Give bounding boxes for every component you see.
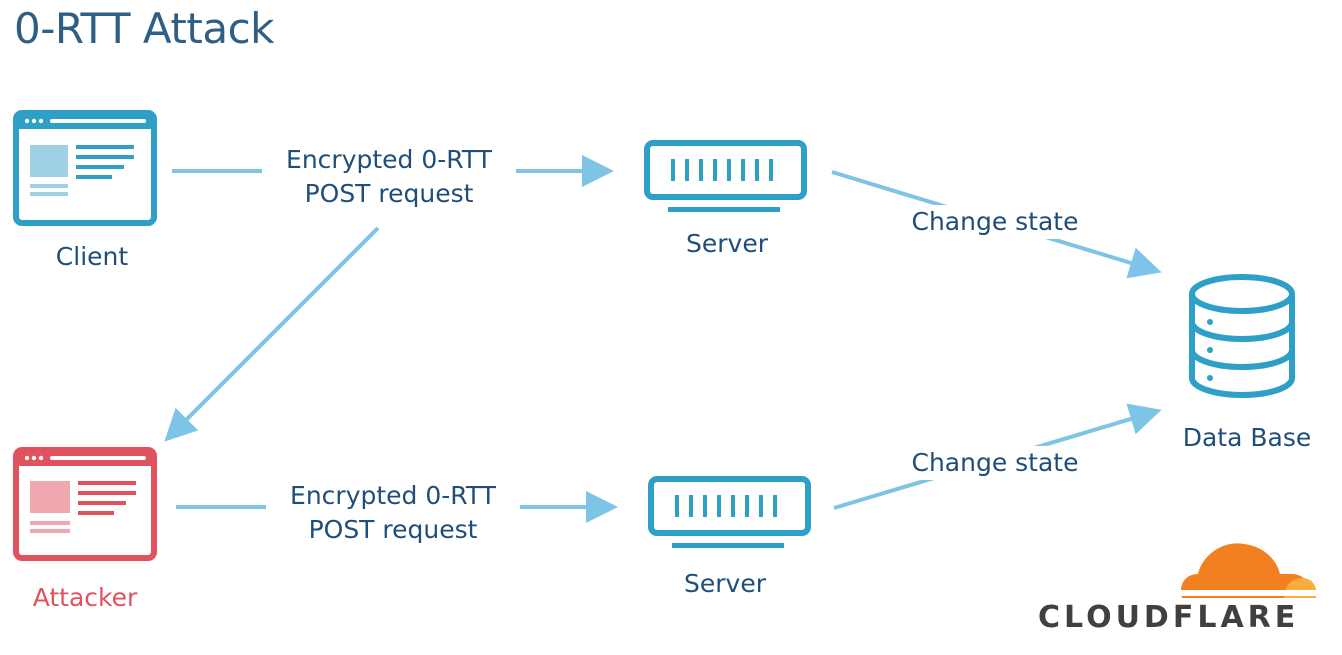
attacker-browser-icon [13, 447, 157, 561]
database-icon [1189, 274, 1295, 398]
cloudflare-logo: CLOUDFLARE [1038, 600, 1300, 635]
attacker-request-line1: Encrypted 0-RTT [290, 481, 496, 510]
client-request-line1: Encrypted 0-RTT [286, 145, 492, 174]
top-change-state-label: Change state [900, 205, 1090, 239]
server-top-icon [644, 140, 807, 212]
client-request-label: Encrypted 0-RTT POST request [262, 143, 516, 211]
page-title: 0-RTT Attack [14, 4, 275, 53]
server-bottom-icon [648, 476, 811, 548]
client-browser-icon [13, 110, 157, 226]
database-label: Data Base [1172, 421, 1322, 455]
bottom-change-state-label: Change state [900, 446, 1090, 480]
attacker-request-label: Encrypted 0-RTT POST request [266, 479, 520, 547]
client-label: Client [52, 240, 132, 274]
server-bottom-label: Server [670, 567, 780, 601]
client-request-line2: POST request [304, 179, 474, 208]
attacker-label: Attacker [22, 581, 148, 615]
cloudflare-cloud-icon [1180, 543, 1320, 598]
arrow-replay-to-attacker [164, 226, 380, 442]
server-top-label: Server [672, 227, 782, 261]
attacker-request-line2: POST request [308, 515, 478, 544]
